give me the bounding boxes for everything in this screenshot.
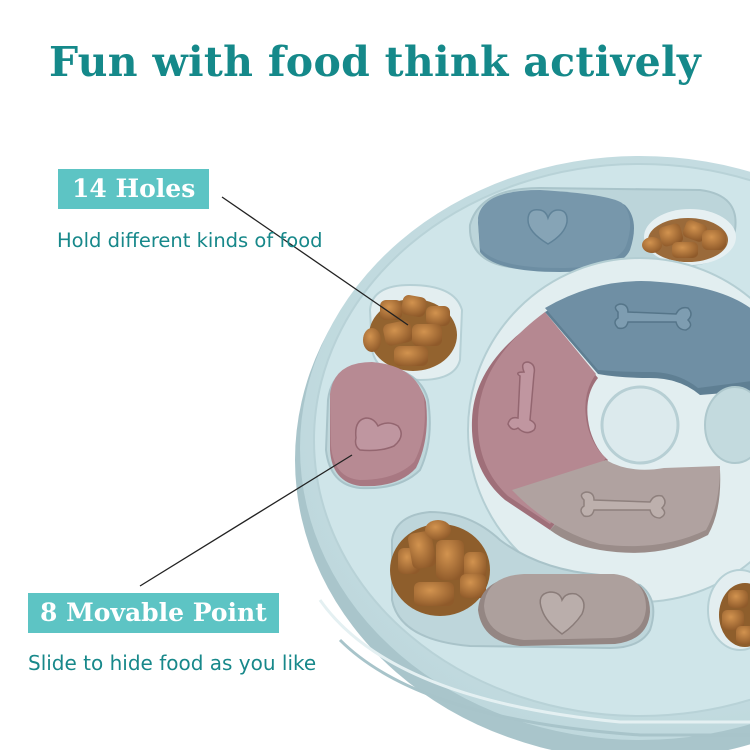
heart-icon bbox=[354, 417, 402, 452]
callout-label-movable-points: 8 Movable Point bbox=[28, 593, 279, 633]
heart-icon bbox=[539, 591, 585, 635]
slider-blue-heart[interactable] bbox=[478, 190, 634, 272]
slider-taupe-bone[interactable] bbox=[512, 460, 721, 553]
food-hole-bottom-left bbox=[390, 520, 490, 616]
slider-blue-bone[interactable] bbox=[545, 281, 750, 395]
dial-hub[interactable] bbox=[600, 385, 680, 465]
slot-top bbox=[468, 186, 737, 272]
callout-caption-movable-points: Slide to hide food as you like bbox=[28, 651, 317, 675]
heart-icon bbox=[527, 208, 568, 245]
bone-icon bbox=[507, 361, 537, 434]
slot-bottom bbox=[390, 510, 655, 650]
leader-line-holes bbox=[221, 196, 409, 326]
page-title: Fun with food think actively bbox=[48, 38, 701, 86]
slider-taupe-heart[interactable] bbox=[478, 574, 650, 646]
slider-pink-heart[interactable] bbox=[324, 362, 431, 490]
food-hole-top-right bbox=[642, 209, 736, 265]
food-hole-bottom-right bbox=[707, 569, 750, 651]
bone-icon bbox=[614, 303, 692, 331]
food-hole-left bbox=[363, 283, 464, 382]
callout-label-holes: 14 Holes bbox=[58, 169, 210, 209]
callout-caption-holes: Hold different kinds of food bbox=[57, 229, 323, 252]
bone-icon bbox=[580, 491, 666, 519]
leader-line-points bbox=[139, 454, 353, 587]
center-dial bbox=[467, 257, 750, 603]
